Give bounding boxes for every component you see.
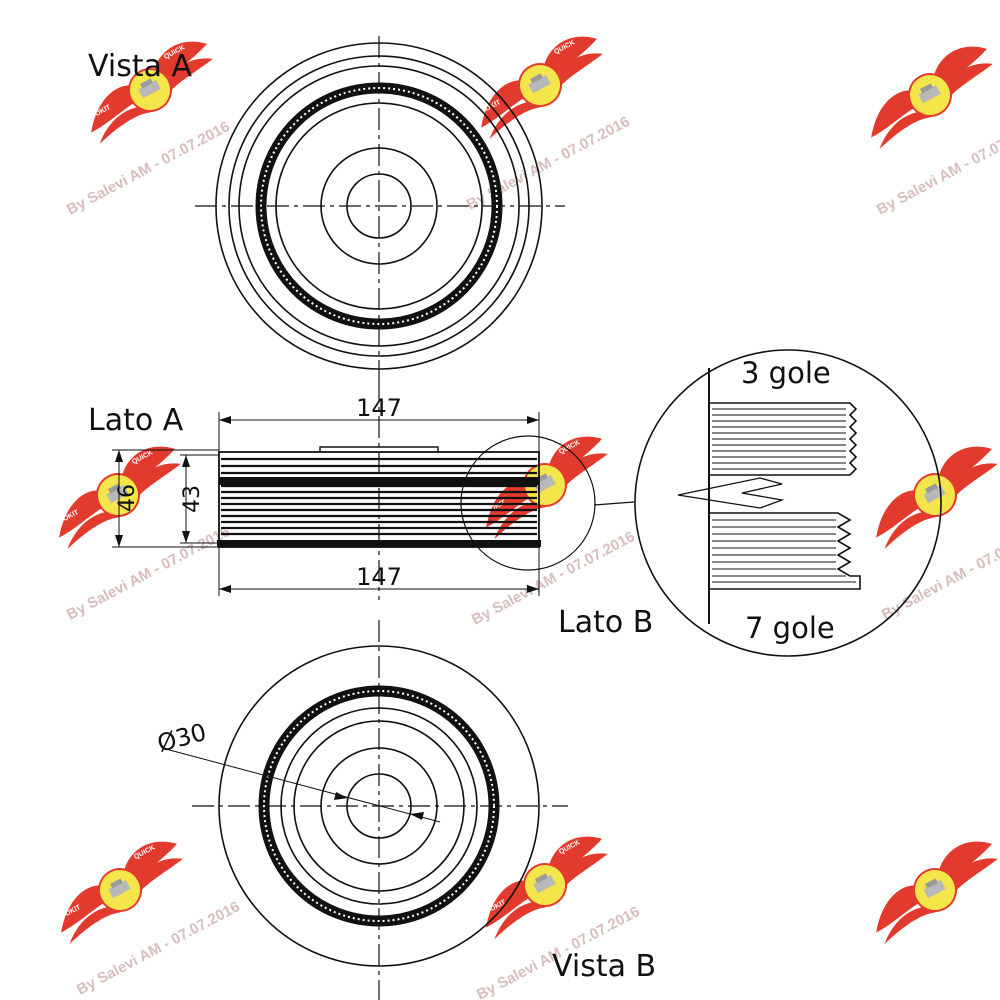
upper-groove-profile [709, 402, 858, 476]
damper-band [219, 477, 539, 485]
side-view [112, 380, 635, 600]
lato-a-label: Lato A [88, 403, 184, 438]
vista-b-view [161, 620, 568, 1000]
center-bore [346, 173, 412, 239]
damper-ring-texture [260, 87, 498, 325]
hub-ring [280, 707, 478, 905]
hub-face [320, 747, 438, 865]
rim-step [228, 55, 530, 357]
detail-hatch-lines [712, 408, 856, 583]
vista-a-view [195, 36, 565, 380]
hub-face [320, 147, 438, 265]
detail-callout-circle [460, 435, 596, 571]
flange-base [217, 540, 541, 547]
damper-ring-texture [263, 690, 495, 922]
dim-height-outer: 46 [115, 484, 140, 512]
dim-height-inner: 43 [180, 485, 205, 513]
watermark-text: By Salevi AM - 07.07.2016 [64, 523, 233, 623]
center-bore [346, 773, 412, 839]
vista-b-label: Vista B [552, 949, 656, 984]
lato-b-label: Lato B [558, 605, 653, 640]
hub-ring [275, 102, 483, 310]
hub-boss [319, 446, 439, 452]
rim-inner [238, 65, 520, 347]
watermark-text: By Salevi AM - 07.07.2016 [879, 523, 1000, 623]
detail-circle [634, 349, 942, 657]
lower-groove-profile [709, 512, 861, 590]
damper-rubber-profile [677, 477, 785, 509]
detail-leader-line [593, 501, 635, 506]
vista-a-label: Vista A [88, 49, 193, 84]
watermark-logo-icon: QUICK SERVICE AUTOKIT [467, 425, 621, 541]
watermark-logo-icon [857, 435, 1000, 551]
dim-width-top: 147 [356, 394, 402, 422]
bore-diameter-label: Ø30 [154, 718, 209, 758]
outer-rim [218, 645, 540, 967]
hub-step [293, 720, 465, 892]
watermark-logo-icon [857, 830, 1000, 946]
groove-count-bottom: 7 gole [745, 611, 835, 645]
outer-rim [215, 42, 543, 370]
groove-count-top: 3 gole [741, 356, 831, 390]
groove-detail-view [634, 349, 942, 657]
watermark-logo-icon [852, 35, 1000, 151]
bore-leader-line [161, 747, 441, 823]
dim-width-bottom: 147 [356, 563, 402, 591]
watermark-text: By Salevi AM - 07.07.2016 [64, 118, 233, 218]
dim-arrows [115, 450, 123, 547]
